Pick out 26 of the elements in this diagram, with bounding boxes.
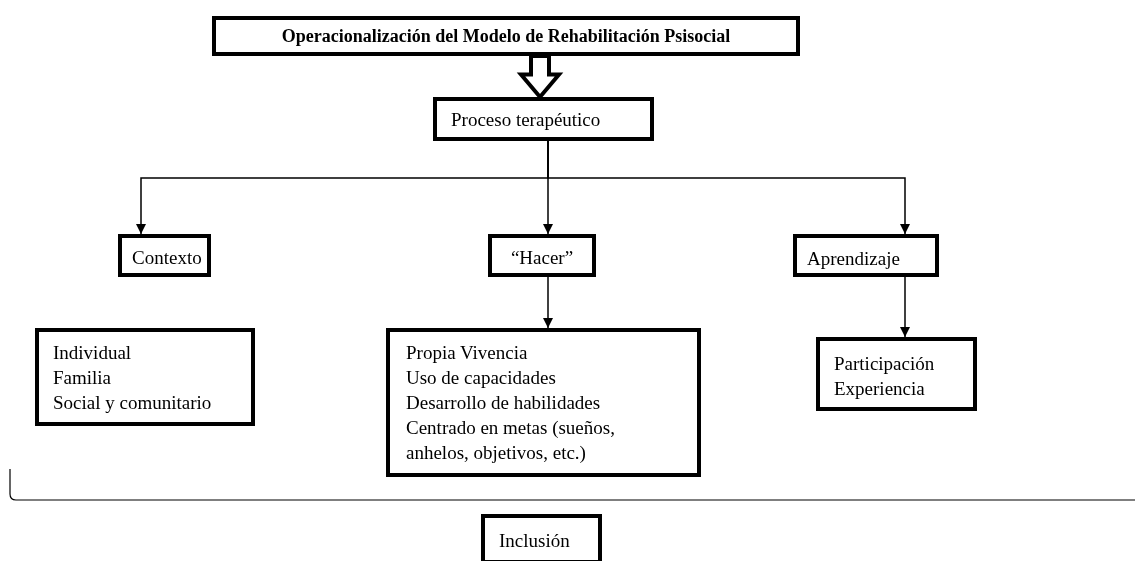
process-box	[118, 234, 211, 277]
title-box	[212, 16, 800, 56]
list-item: Social y comunitario	[53, 391, 213, 415]
list-item: Desarrollo de habilidades	[406, 391, 602, 415]
list-item: Experiencia	[834, 377, 926, 401]
arrow	[543, 276, 553, 329]
list-item: Centrado en metas (sueños, anhelos, objetivos, etc.)	[406, 416, 616, 465]
box-label: Aprendizaje	[807, 247, 901, 271]
list-item: Individual	[53, 341, 133, 365]
arrow	[547, 140, 910, 235]
arrow	[900, 276, 910, 338]
list-item: Participación	[834, 352, 936, 376]
process-box	[488, 234, 596, 277]
list-box	[35, 328, 255, 426]
list-item: Uso de capacidades	[406, 366, 557, 390]
list-item: Familia	[53, 366, 113, 390]
title-text: Operacionalización del Modelo de Rehabilitación Psisocial	[280, 25, 732, 48]
box-label: Proceso terapéutico	[451, 108, 602, 132]
box-label: “Hacer”	[509, 246, 575, 270]
list-item: Propia Vivencia	[406, 341, 529, 365]
list-box	[816, 337, 977, 411]
box-label: Inclusión	[499, 529, 571, 553]
process-box	[481, 514, 602, 561]
process-box	[793, 234, 939, 277]
list-box	[386, 328, 701, 477]
process-box	[433, 97, 654, 141]
